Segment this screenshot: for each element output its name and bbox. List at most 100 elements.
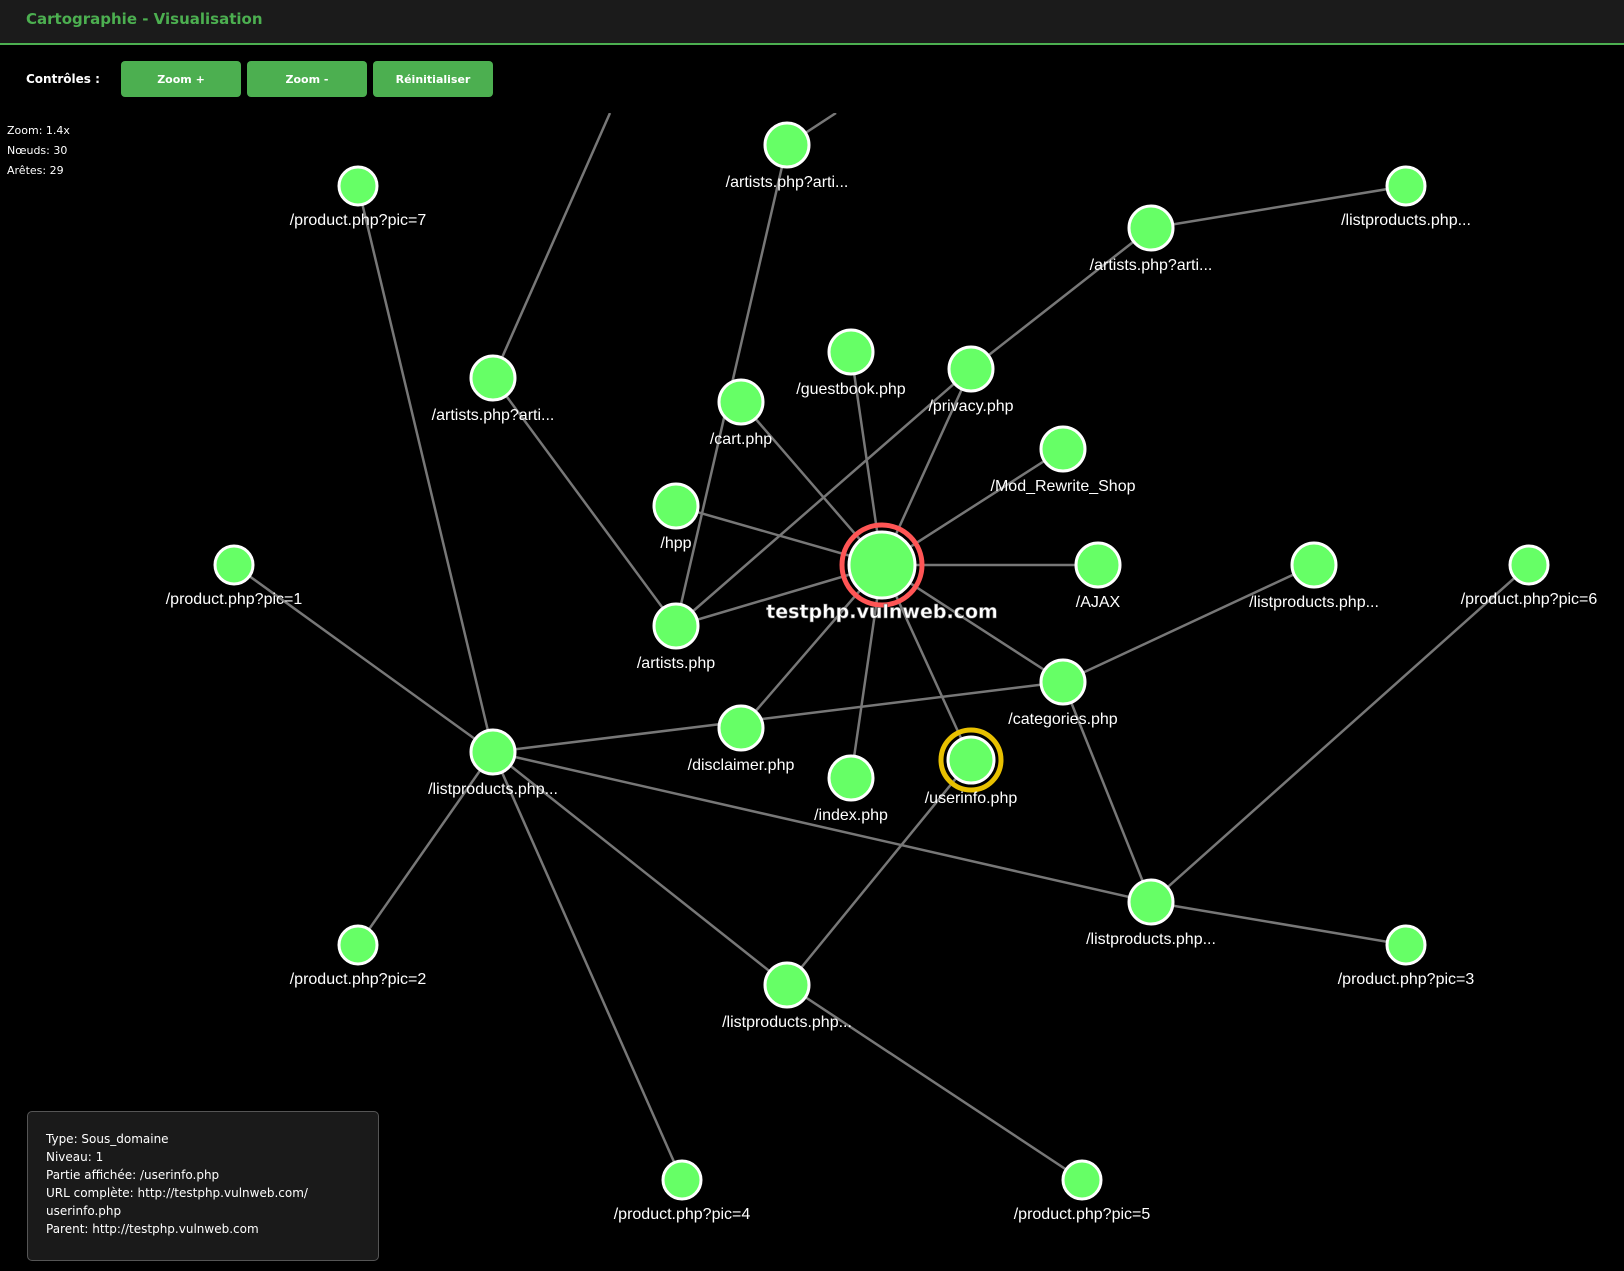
graph-edge <box>1150 564 1530 903</box>
graph-edges <box>233 113 1530 1182</box>
node-circle[interactable] <box>1127 878 1175 926</box>
graph-node[interactable]: /artists.php?arti... <box>726 121 849 191</box>
graph-node[interactable]: /listproducts.php... <box>428 728 558 798</box>
node-circle[interactable] <box>1385 165 1427 207</box>
graph-edge <box>1150 184 1407 230</box>
node-circle[interactable] <box>1039 425 1087 473</box>
graph-edge <box>1062 563 1315 684</box>
graph-edge <box>492 680 1064 754</box>
node-circle[interactable] <box>827 328 875 376</box>
node-circle[interactable] <box>763 961 811 1009</box>
node-highlight-ring <box>839 522 925 608</box>
node-label: testphp.vulnweb.com <box>766 601 998 623</box>
graph-stats: Zoom: 1.4x Nœuds: 30 Arêtes: 29 <box>7 121 70 181</box>
graph-node[interactable]: /guestbook.php <box>796 328 906 398</box>
reset-button[interactable]: Réinitialiser <box>373 61 493 97</box>
node-circle[interactable] <box>763 121 811 169</box>
graph-node[interactable]: /product.php?pic=4 <box>614 1159 751 1223</box>
node-circle[interactable] <box>213 544 255 586</box>
graph-node[interactable]: /index.php <box>814 754 888 824</box>
graph-node[interactable]: /AJAX <box>1074 541 1122 611</box>
graph-node[interactable]: /artists.php?arti... <box>1090 204 1213 274</box>
graph-node[interactable]: /listproducts.php... <box>722 961 852 1031</box>
page-title: Cartographie - Visualisation <box>26 10 263 28</box>
node-circle[interactable] <box>1290 541 1338 589</box>
graph-node[interactable]: /disclaimer.php <box>688 704 795 774</box>
graph-node[interactable]: /categories.php <box>1008 658 1118 728</box>
node-label: /listproducts.php... <box>428 781 558 798</box>
node-circle[interactable] <box>1039 658 1087 706</box>
graph-node[interactable]: /product.php?pic=5 <box>1014 1159 1151 1223</box>
graph-edge <box>881 447 1064 567</box>
graph-node[interactable]: /listproducts.php... <box>1341 165 1471 229</box>
node-circle[interactable] <box>1508 544 1550 586</box>
graph-edge <box>880 368 973 566</box>
node-circle[interactable] <box>337 165 379 207</box>
node-circle[interactable] <box>947 345 995 393</box>
graph-node[interactable]: /product.php?pic=2 <box>290 924 427 988</box>
node-circle[interactable] <box>717 378 765 426</box>
node-label: /product.php?pic=5 <box>1014 1206 1151 1223</box>
node-circle[interactable] <box>1061 1159 1103 1201</box>
graph-edge <box>492 751 788 986</box>
zoom-in-button[interactable]: Zoom + <box>121 61 241 97</box>
graph-node[interactable]: /product.php?pic=1 <box>166 544 303 608</box>
node-circle[interactable] <box>652 602 700 650</box>
graph-node[interactable]: /privacy.php <box>928 345 1014 415</box>
node-label: /listproducts.php... <box>1249 594 1379 611</box>
node-circle[interactable] <box>717 704 765 752</box>
edge-count: Arêtes: 29 <box>7 164 64 177</box>
node-circle[interactable] <box>469 354 517 402</box>
graph-canvas[interactable]: /artists.php?arti... /product.php?pic=7/l… <box>0 113 1624 1271</box>
node-label: /product.php?pic=6 <box>1461 591 1598 608</box>
node-label: /product.php?pic=4 <box>614 1206 751 1223</box>
node-circle[interactable] <box>946 735 996 785</box>
zoom-level: Zoom: 1.4x <box>7 124 70 137</box>
controls-label: Contrôles : <box>26 72 100 86</box>
graph-node[interactable]: /artists.php?arti... <box>432 354 555 424</box>
graph-node[interactable]: /listproducts.php... <box>1086 878 1216 948</box>
graph-node[interactable]: /listproducts.php... <box>1249 541 1379 611</box>
graph-edge <box>492 750 1152 904</box>
graph-node[interactable]: /product.php?pic=7 <box>290 165 427 229</box>
node-circle[interactable] <box>652 482 700 530</box>
graph-node-root[interactable]: testphp.vulnweb.com <box>766 522 998 623</box>
node-info-panel: Type: Sous_domaine Niveau: 1 Partie affi… <box>27 1111 379 1261</box>
node-label: /artists.php?arti... <box>1090 257 1213 274</box>
node-circle[interactable] <box>1074 541 1122 589</box>
graph-edge <box>356 185 495 753</box>
graph-node-selected[interactable]: /userinfo.php <box>925 727 1018 807</box>
graph-edge <box>881 563 1064 684</box>
graph-node[interactable]: /Mod_Rewrite_Shop <box>991 425 1136 495</box>
zoom-out-button[interactable]: Zoom - <box>247 61 367 97</box>
node-circle[interactable] <box>827 754 875 802</box>
info-part: Partie affichée: /userinfo.php <box>46 1168 220 1182</box>
graph-edge <box>675 563 883 628</box>
graph-node[interactable]: /hpp <box>652 482 700 552</box>
node-circle[interactable] <box>469 728 517 776</box>
graph-node[interactable]: /cart.php <box>710 378 772 448</box>
node-label: /categories.php <box>1008 711 1118 728</box>
node-label: /artists.php?arti... <box>726 174 849 191</box>
graph-edge <box>491 113 612 379</box>
node-circle[interactable] <box>337 924 379 966</box>
graph-edge <box>849 564 884 779</box>
node-label: /artists.php?arti... <box>432 407 555 424</box>
node-circle[interactable] <box>1127 204 1175 252</box>
graph-edge <box>970 227 1152 370</box>
node-label: /artists.php <box>637 655 715 672</box>
graph-node[interactable]: /product.php?pic=3 <box>1338 924 1475 988</box>
node-circle[interactable] <box>847 530 917 600</box>
node-label: /AJAX <box>1076 594 1121 611</box>
info-level: Niveau: 1 <box>46 1150 104 1164</box>
graph-edge <box>1061 681 1153 903</box>
node-label: /privacy.php <box>928 398 1013 415</box>
info-url: URL complète: http://testphp.vulnweb.com… <box>46 1186 308 1200</box>
node-label: /userinfo.php <box>925 790 1018 807</box>
info-parent: Parent: http://testphp.vulnweb.com <box>46 1222 259 1236</box>
graph-node[interactable]: /artists.php <box>637 602 715 672</box>
node-label: /listproducts.php... <box>1341 212 1471 229</box>
node-circle[interactable] <box>661 1159 703 1201</box>
node-circle[interactable] <box>1385 924 1427 966</box>
graph-node[interactable]: /product.php?pic=6 <box>1461 544 1598 608</box>
